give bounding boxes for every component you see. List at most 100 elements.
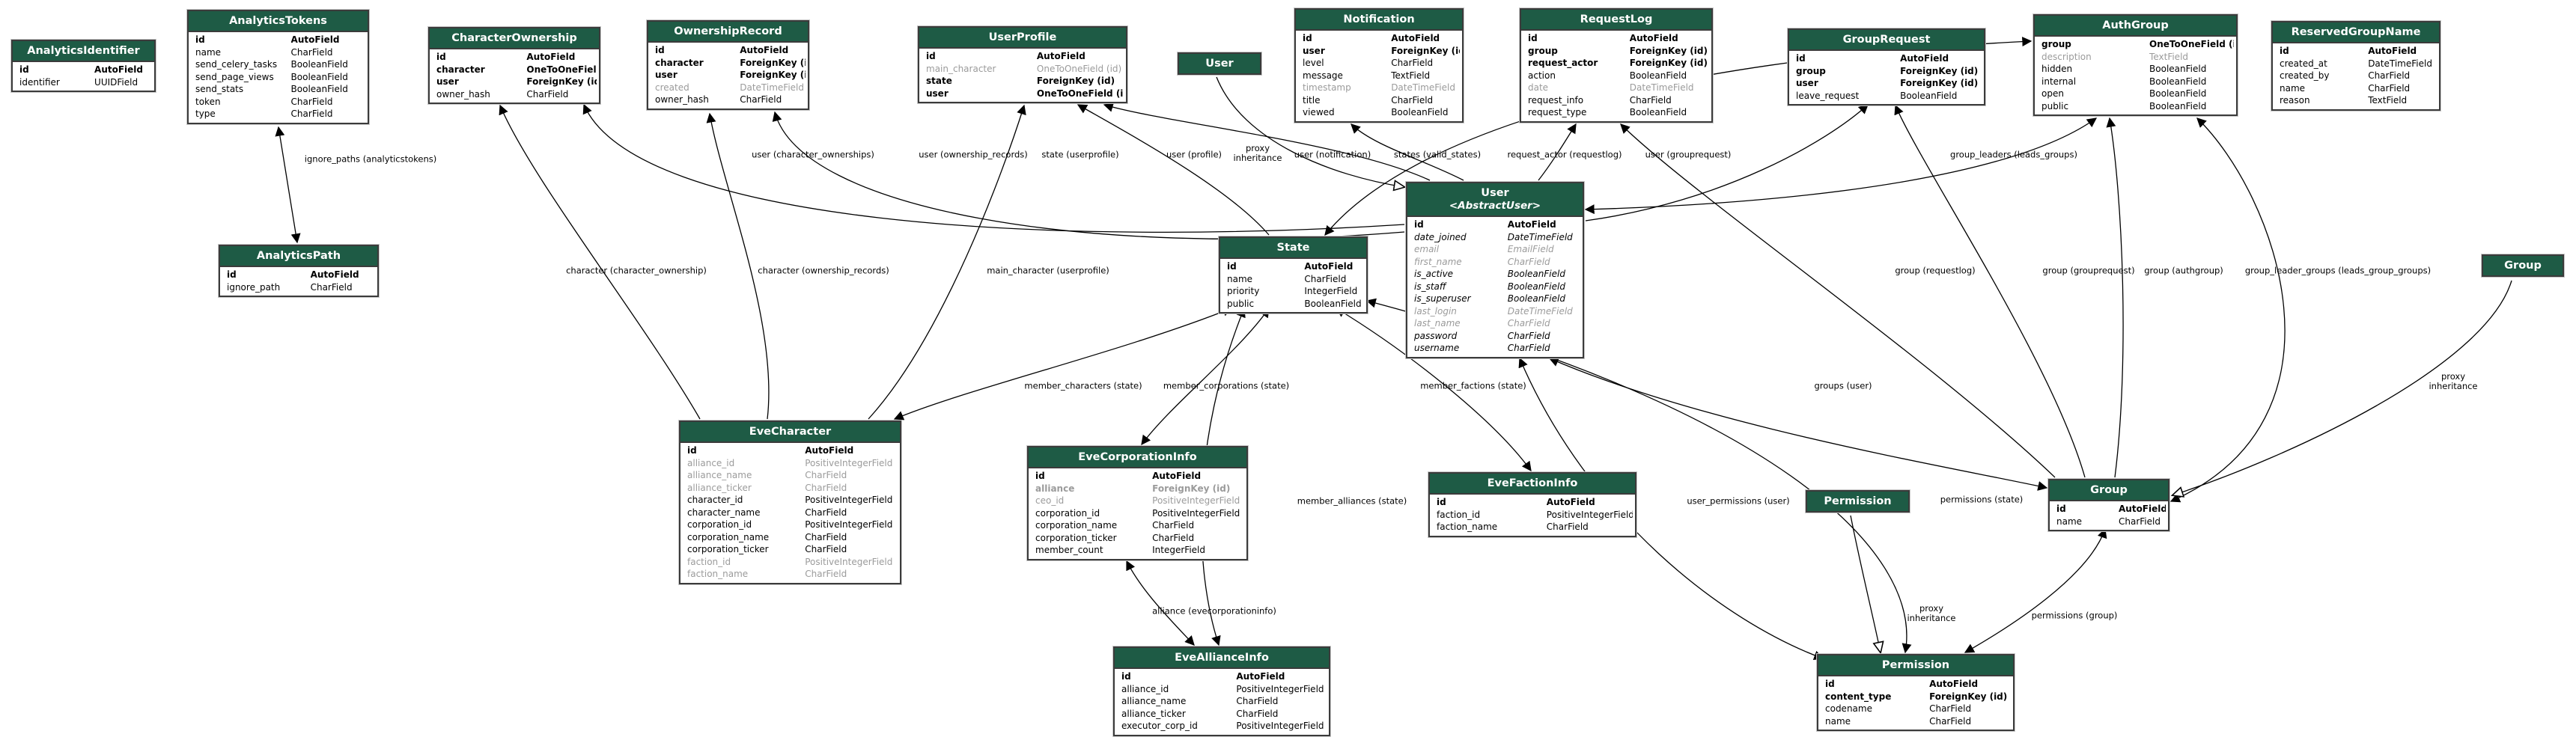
field-name: alliance_id xyxy=(687,457,735,468)
relationship-edge-11 xyxy=(1538,123,1577,181)
field-name: user xyxy=(926,88,949,99)
field-name: date_joined xyxy=(1414,231,1467,242)
field-name: alliance_ticker xyxy=(687,482,752,493)
field-name: last_login xyxy=(1414,305,1457,317)
field-name: priority xyxy=(1227,286,1260,297)
field-type: CharField xyxy=(1507,318,1550,328)
field-name: id xyxy=(1227,261,1237,272)
field-name: ignore_path xyxy=(227,281,281,293)
field-name: alliance_id xyxy=(1121,683,1169,694)
field-type: IntegerField xyxy=(1304,286,1358,297)
entity-title-grouprequest: GroupRequest xyxy=(1789,30,1984,52)
field-type: ForeignKey (id) xyxy=(1629,45,1708,56)
field-type: TextField xyxy=(1391,70,1431,81)
field-type: PositiveIntegerField xyxy=(1152,495,1240,507)
field-type: EmailField xyxy=(1507,244,1554,254)
field-name: character xyxy=(436,64,485,75)
field-type: CharField xyxy=(805,531,847,542)
edge-label-1: user (character_ownerships) xyxy=(752,149,874,160)
field-name: alliance_name xyxy=(1121,696,1187,707)
field-type: BooleanField xyxy=(2149,88,2207,100)
entity-title-permission: Permission xyxy=(1818,655,2013,677)
entity-title-permission-proxy: Permission xyxy=(1807,492,1908,512)
field-type: CharField xyxy=(310,281,353,293)
edge-label-26: alliance (evecorporationinfo) xyxy=(1152,605,1276,617)
field-type: IntegerField xyxy=(1152,545,1206,556)
field-name: faction_name xyxy=(1437,522,1498,533)
field-type: ForeignKey (id) xyxy=(740,57,806,68)
edge-label-13: main_character (userprofile) xyxy=(987,265,1109,276)
field-type: BooleanField xyxy=(1900,90,1958,101)
field-name: id xyxy=(2056,504,2066,515)
field-type: PositiveIntegerField xyxy=(1152,507,1240,519)
field-name: user xyxy=(1796,78,1818,89)
field-type: CharField xyxy=(1152,532,1195,543)
relationship-edge-23 xyxy=(1548,357,2048,491)
field-type: CharField xyxy=(805,482,847,493)
field-row-message: message TextField xyxy=(1296,70,1462,82)
field-type: BooleanField xyxy=(1507,293,1565,304)
field-name: name xyxy=(195,46,222,58)
field-name: id xyxy=(655,45,665,56)
relationship-edge-20 xyxy=(1141,307,1270,446)
field-name: corporation_id xyxy=(687,519,752,531)
field-type: OneToOneField (id) xyxy=(1036,88,1124,99)
field-name: created xyxy=(655,82,689,93)
field-type: AutoField xyxy=(94,64,144,76)
edge-label-21: member_factions (state) xyxy=(1420,380,1526,391)
field-type: CharField xyxy=(526,88,569,100)
edge-label-6: user (notification) xyxy=(1294,149,1371,160)
field-type: CharField xyxy=(290,46,333,58)
field-name: corporation_id xyxy=(1035,507,1100,519)
field-row-corporation_id: corporation_id PositiveIntegerField xyxy=(1029,507,1246,520)
field-type: AutoField xyxy=(1304,261,1354,272)
field-type: AutoField xyxy=(1036,51,1085,62)
field-name: character xyxy=(655,57,704,68)
entity-user-proxy: User xyxy=(1177,51,1262,76)
field-name: message xyxy=(1303,70,1343,81)
entity-title-notification: Notification xyxy=(1296,10,1462,31)
relationship-edge-15 xyxy=(1894,104,2086,478)
field-type: CharField xyxy=(1507,330,1550,341)
field-name: first_name xyxy=(1414,256,1462,267)
entity-title-ownershiprecord: OwnershipRecord xyxy=(648,22,808,43)
field-type: OneToOneField (id) xyxy=(2149,39,2234,50)
field-name: description xyxy=(2041,51,2092,62)
field-type: AutoField xyxy=(1629,33,1678,44)
field-type: CharField xyxy=(2368,70,2411,82)
field-type: CharField xyxy=(1391,94,1434,106)
field-type: CharField xyxy=(1236,708,1279,719)
edge-label-17: group_leader_groups (leads_group_groups) xyxy=(2244,265,2432,276)
field-type: BooleanField xyxy=(2149,64,2207,75)
field-type: AutoField xyxy=(2368,46,2417,57)
